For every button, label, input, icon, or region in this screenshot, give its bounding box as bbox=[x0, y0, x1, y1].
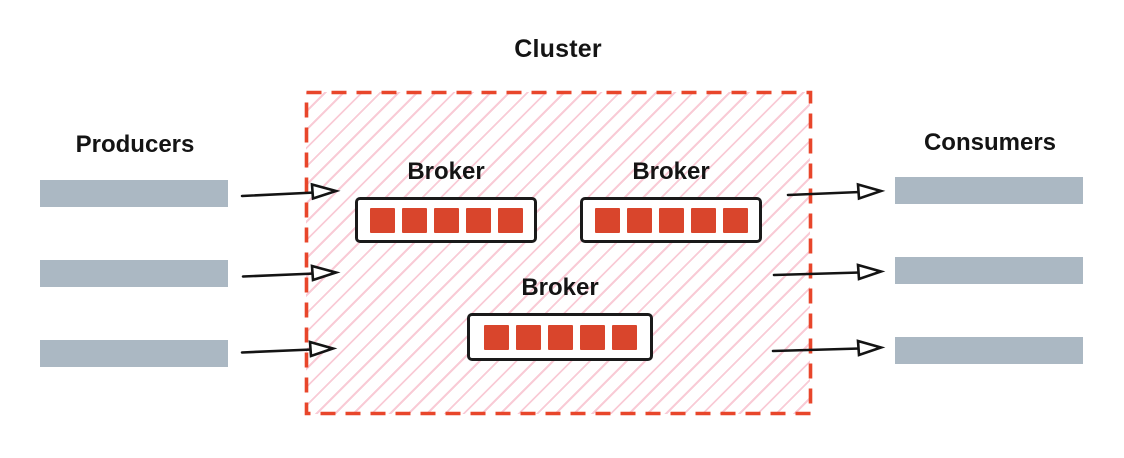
partition-segment bbox=[547, 324, 573, 350]
partition-segment bbox=[401, 207, 427, 233]
partition-segment bbox=[497, 207, 523, 233]
broker-box bbox=[355, 197, 537, 243]
consumer-stream-bar bbox=[895, 337, 1083, 364]
partition-segment bbox=[579, 324, 605, 350]
partition-segment bbox=[611, 324, 637, 350]
partition-segment bbox=[658, 207, 684, 233]
producer-stream-bar bbox=[40, 260, 228, 287]
broker-label: Broker bbox=[632, 158, 710, 185]
producer-streams bbox=[40, 180, 228, 367]
partition-segment bbox=[722, 207, 748, 233]
consumer-streams bbox=[895, 177, 1083, 364]
producer-stream-bar bbox=[40, 340, 228, 367]
broker-node-1: Broker bbox=[355, 160, 537, 243]
broker-box bbox=[467, 313, 653, 361]
partition-segment bbox=[465, 207, 491, 233]
cluster-title: Cluster bbox=[514, 35, 602, 63]
partition-segment bbox=[515, 324, 541, 350]
producers-label: Producers bbox=[75, 131, 195, 158]
partition-segment bbox=[690, 207, 716, 233]
consumer-stream-bar bbox=[895, 177, 1083, 204]
broker-label: Broker bbox=[407, 158, 485, 185]
partition-segment bbox=[483, 324, 509, 350]
consumers-label: Consumers bbox=[923, 129, 1057, 156]
cluster-boundary-hatch bbox=[306, 92, 810, 414]
broker-label: Broker bbox=[521, 274, 599, 301]
broker-box bbox=[580, 197, 762, 243]
partition-segment bbox=[594, 207, 620, 233]
partition-segment bbox=[433, 207, 459, 233]
producer-stream-bar bbox=[40, 180, 228, 207]
consumer-stream-bar bbox=[895, 257, 1083, 284]
broker-node-3: Broker bbox=[467, 276, 653, 361]
partition-segment bbox=[369, 207, 395, 233]
partition-segment bbox=[626, 207, 652, 233]
broker-node-2: Broker bbox=[580, 160, 762, 243]
